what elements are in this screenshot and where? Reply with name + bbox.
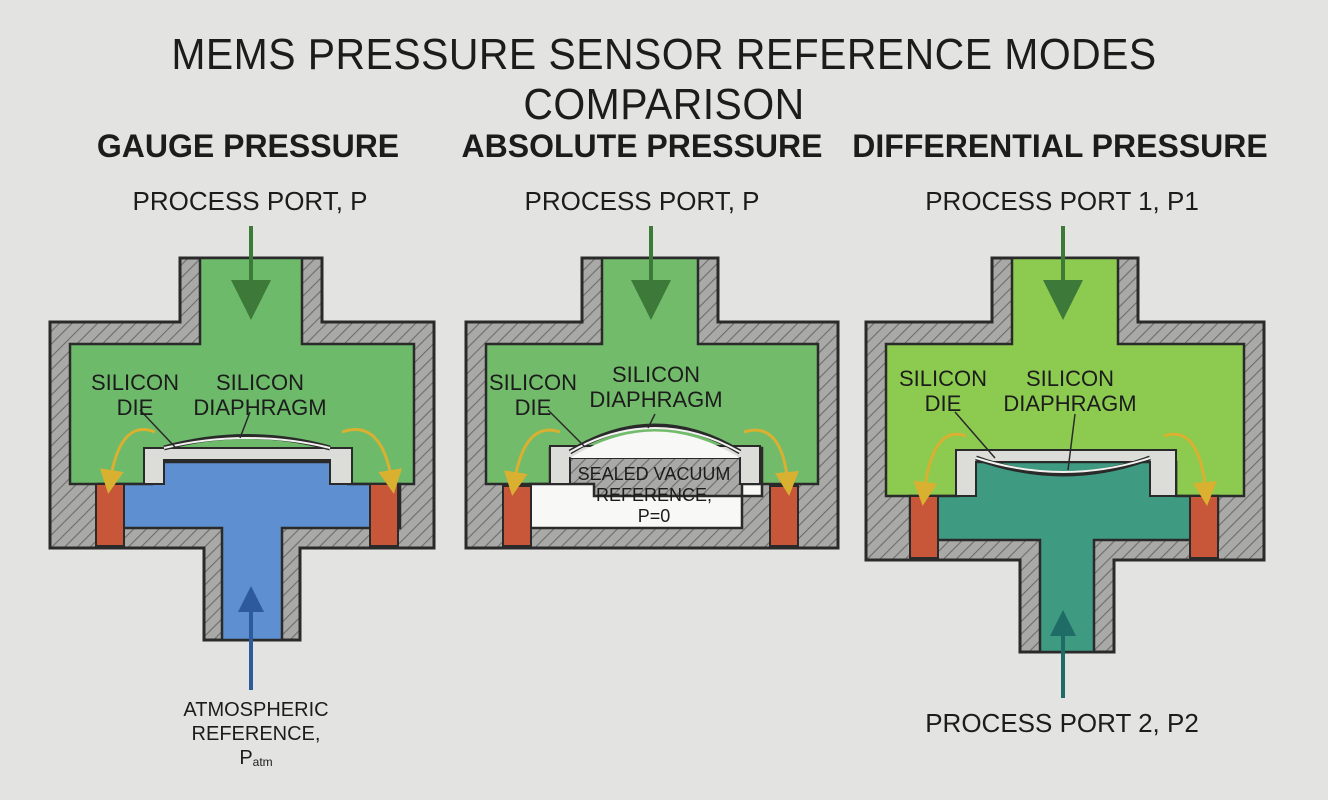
differential-heading: DIFFERENTIAL PRESSURE [852,128,1268,164]
differential-die-arrow-left [913,432,967,506]
differential-die-arrow-right [1163,432,1217,506]
absolute-diaphragm-leader [647,413,656,429]
gauge-seal-right [369,483,399,547]
absolute-vacuum-label: SEALED VACUUM REFERENCE, P=0 [577,464,731,526]
differential-die-leader [954,411,996,459]
differential-process-port-2-label: PROCESS PORT 2, P2 [925,708,1199,738]
differential-seal-left [909,495,939,559]
gauge-reference-arrow [238,586,264,690]
gauge-sensor [48,226,436,690]
absolute-sensor [464,226,840,550]
gauge-die-arrow-right [341,428,402,494]
differential-p2-arrow [1050,610,1076,698]
absolute-diaphragm-bulge [570,431,740,458]
gauge-atmospheric-label: ATMOSPHERIC REFERENCE, Patm [183,699,329,769]
gauge-die-leader [139,409,176,448]
absolute-die-leader [547,409,586,448]
differential-seal-right [1189,495,1219,559]
page-title: MEMS PRESSURE SENSOR REFERENCE MODES COM… [171,30,1157,129]
gauge-diaphragm-leader [239,411,251,439]
absolute-die-arrow-left [504,428,561,496]
absolute-seal-left [502,485,532,547]
differential-silicon-die [955,449,1177,497]
absolute-process-chamber [484,256,820,486]
absolute-seal-right [769,485,799,547]
absolute-process-port-label: PROCESS PORT, P [524,186,760,216]
gauge-die-arrow-left [100,428,156,494]
absolute-heading: ABSOLUTE PRESSURE [461,128,823,164]
differential-process-port-1-label: PROCESS PORT 1, P1 [925,186,1199,216]
gauge-seal-left [95,483,125,547]
differential-sensor [864,226,1266,698]
gauge-heading: GAUGE PRESSURE [96,128,400,164]
gauge-silicon-die [143,447,353,485]
gauge-process-port-label: PROCESS PORT, P [132,186,368,216]
differential-diaphragm-leader [1067,413,1076,471]
absolute-die-arrow-right [743,428,799,496]
